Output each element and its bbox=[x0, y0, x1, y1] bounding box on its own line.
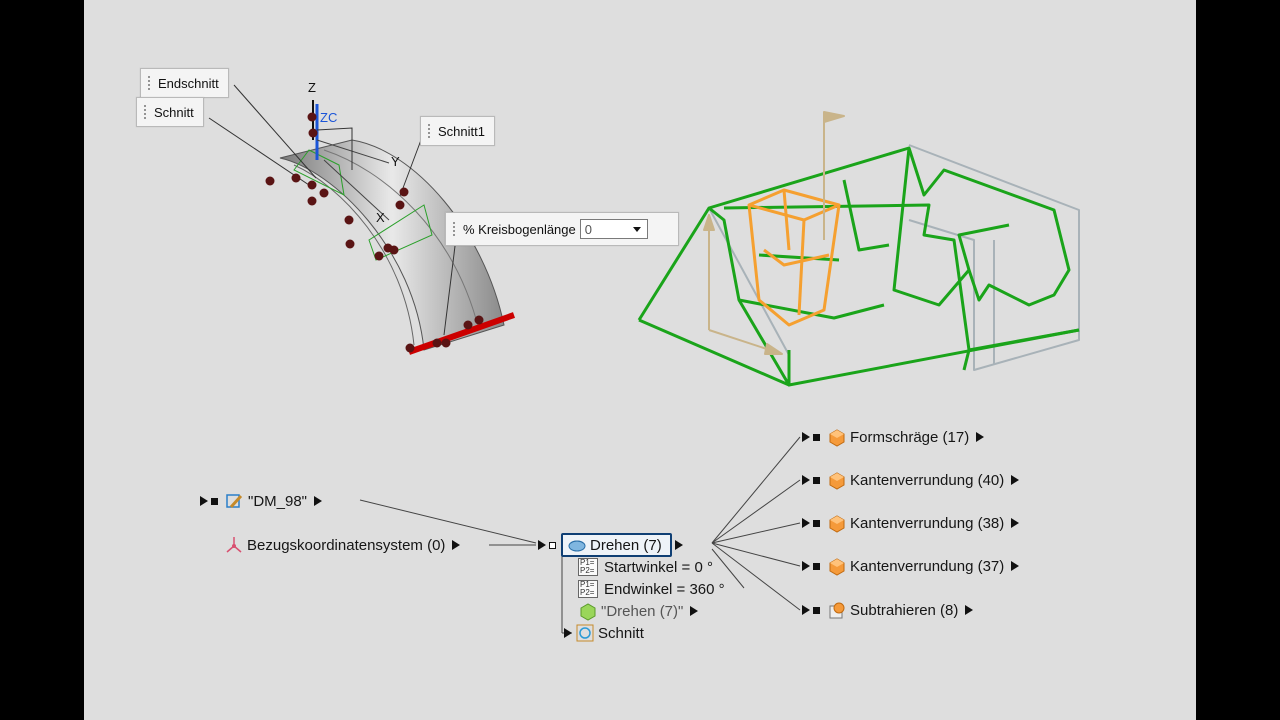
dropdown-arrow-icon bbox=[632, 226, 641, 232]
grip-icon[interactable] bbox=[147, 75, 151, 91]
node-formschraege[interactable]: Formschräge (17) bbox=[802, 426, 985, 448]
pin-out-icon[interactable] bbox=[965, 605, 974, 615]
swept-part-view[interactable]: Z ZC Y X bbox=[84, 0, 1196, 420]
node-bezug-label: Bezugskoordinatensystem (0) bbox=[247, 536, 446, 554]
csys-icon bbox=[226, 537, 242, 553]
callout-schnitt1-label: Schnitt1 bbox=[438, 123, 485, 139]
pin-in-icon[interactable] bbox=[538, 540, 546, 550]
pin-out-icon[interactable] bbox=[674, 540, 683, 550]
node-drehen-label: Drehen (7) bbox=[590, 536, 662, 554]
callout-schnitt-label: Schnitt bbox=[154, 104, 194, 120]
node-kantenverrundung-38[interactable]: Kantenverrundung (38) bbox=[802, 512, 1020, 534]
collapse-icon[interactable] bbox=[813, 519, 820, 527]
parameter-icon: P1=P2= bbox=[578, 580, 598, 598]
orange-edges bbox=[747, 188, 841, 327]
kreisbogenlaenge-value: 0 bbox=[584, 221, 592, 237]
param-startwinkel[interactable]: P1=P2= Startwinkel = 0 ° bbox=[578, 556, 713, 578]
collapse-icon[interactable] bbox=[813, 433, 820, 441]
collapse-icon[interactable] bbox=[549, 541, 556, 549]
parameter-icon: P1=P2= bbox=[578, 558, 598, 576]
feature-cube-icon bbox=[829, 558, 845, 576]
kante38-label: Kantenverrundung (38) bbox=[850, 514, 1005, 532]
callout-schnitt1[interactable]: Schnitt1 bbox=[420, 116, 495, 146]
callout-schnitt[interactable]: Schnitt bbox=[136, 97, 204, 127]
node-schnitt[interactable]: Schnitt bbox=[564, 622, 648, 644]
schnitt-label: Schnitt bbox=[598, 624, 644, 642]
callout-endschnitt-label: Endschnitt bbox=[158, 75, 219, 91]
pin-out-icon[interactable] bbox=[1011, 561, 1020, 571]
formschraege-label: Formschräge (17) bbox=[850, 428, 970, 446]
pin-out-icon[interactable] bbox=[452, 540, 461, 550]
param-endwinkel[interactable]: P1=P2= Endwinkel = 360 ° bbox=[578, 578, 725, 600]
gray-edges bbox=[708, 144, 1080, 371]
pin-in-icon[interactable] bbox=[564, 628, 572, 638]
feature-cube-icon bbox=[829, 472, 845, 490]
pin-in-icon[interactable] bbox=[802, 475, 810, 485]
collapse-icon[interactable] bbox=[211, 497, 218, 505]
node-kantenverrundung-37[interactable]: Kantenverrundung (37) bbox=[802, 555, 1020, 577]
subtract-icon bbox=[829, 602, 845, 619]
feature-cube-icon bbox=[829, 429, 845, 447]
node-kantenverrundung-40[interactable]: Kantenverrundung (40) bbox=[802, 469, 1020, 491]
axis-y-label: Y bbox=[391, 154, 400, 169]
node-drehen-body[interactable]: "Drehen (7)" bbox=[578, 600, 699, 622]
pin-out-icon[interactable] bbox=[314, 496, 323, 506]
pin-in-icon[interactable] bbox=[802, 605, 810, 615]
node-bezugskoordinatensystem[interactable]: Bezugskoordinatensystem (0) bbox=[224, 534, 461, 556]
drehen-body-label: "Drehen (7)" bbox=[601, 602, 684, 620]
kreisbogenlaenge-dropdown[interactable]: 0 bbox=[579, 219, 648, 239]
kante37-label: Kantenverrundung (37) bbox=[850, 557, 1005, 575]
grip-icon[interactable] bbox=[143, 104, 147, 120]
grip-icon[interactable] bbox=[452, 221, 456, 237]
axis-z-label: Z bbox=[308, 80, 316, 95]
node-drehen[interactable]: Drehen (7) bbox=[538, 533, 683, 557]
endwinkel-label: Endwinkel = 360 ° bbox=[604, 580, 725, 598]
pin-in-icon[interactable] bbox=[200, 496, 208, 506]
revolve-icon bbox=[568, 540, 586, 552]
pin-out-icon[interactable] bbox=[690, 606, 699, 616]
collapse-icon[interactable] bbox=[813, 562, 820, 570]
pin-in-icon[interactable] bbox=[802, 561, 810, 571]
green-edges bbox=[637, 146, 1080, 387]
curved-sweep-body bbox=[279, 139, 515, 355]
feature-cube-icon bbox=[829, 515, 845, 533]
body-icon bbox=[580, 603, 596, 621]
kante40-label: Kantenverrundung (40) bbox=[850, 471, 1005, 489]
wireframe-part-view[interactable] bbox=[624, 100, 1094, 400]
wcs-axes bbox=[703, 111, 845, 355]
node-subtrahieren[interactable]: Subtrahieren (8) bbox=[802, 599, 974, 621]
pin-out-icon[interactable] bbox=[1011, 475, 1020, 485]
subtrahieren-label: Subtrahieren (8) bbox=[850, 601, 959, 619]
node-dm98[interactable]: "DM_98" bbox=[200, 490, 323, 512]
pin-out-icon[interactable] bbox=[976, 432, 985, 442]
kreisbogenlaenge-label: % Kreisbogenlänge bbox=[463, 221, 576, 237]
callout-kreisbogenlaenge[interactable]: % Kreisbogenlänge 0 bbox=[445, 212, 679, 246]
collapse-icon[interactable] bbox=[813, 476, 820, 484]
axis-zc-label: ZC bbox=[320, 110, 337, 125]
pin-in-icon[interactable] bbox=[802, 432, 810, 442]
control-points[interactable] bbox=[265, 112, 484, 353]
axis-x-label: X bbox=[376, 210, 385, 225]
callout-endschnitt[interactable]: Endschnitt bbox=[140, 68, 229, 98]
startwinkel-label: Startwinkel = 0 ° bbox=[604, 558, 713, 576]
section-icon bbox=[576, 624, 594, 642]
drehen-selected[interactable]: Drehen (7) bbox=[561, 533, 672, 557]
sketch-icon bbox=[226, 494, 243, 509]
pin-out-icon[interactable] bbox=[1011, 518, 1020, 528]
graphics-window[interactable]: Z ZC Y X Endschnitt Schnitt Schnitt1 bbox=[84, 0, 1196, 720]
collapse-icon[interactable] bbox=[813, 606, 820, 614]
grip-icon[interactable] bbox=[427, 123, 431, 139]
pin-in-icon[interactable] bbox=[802, 518, 810, 528]
node-dm98-label: "DM_98" bbox=[248, 492, 308, 510]
